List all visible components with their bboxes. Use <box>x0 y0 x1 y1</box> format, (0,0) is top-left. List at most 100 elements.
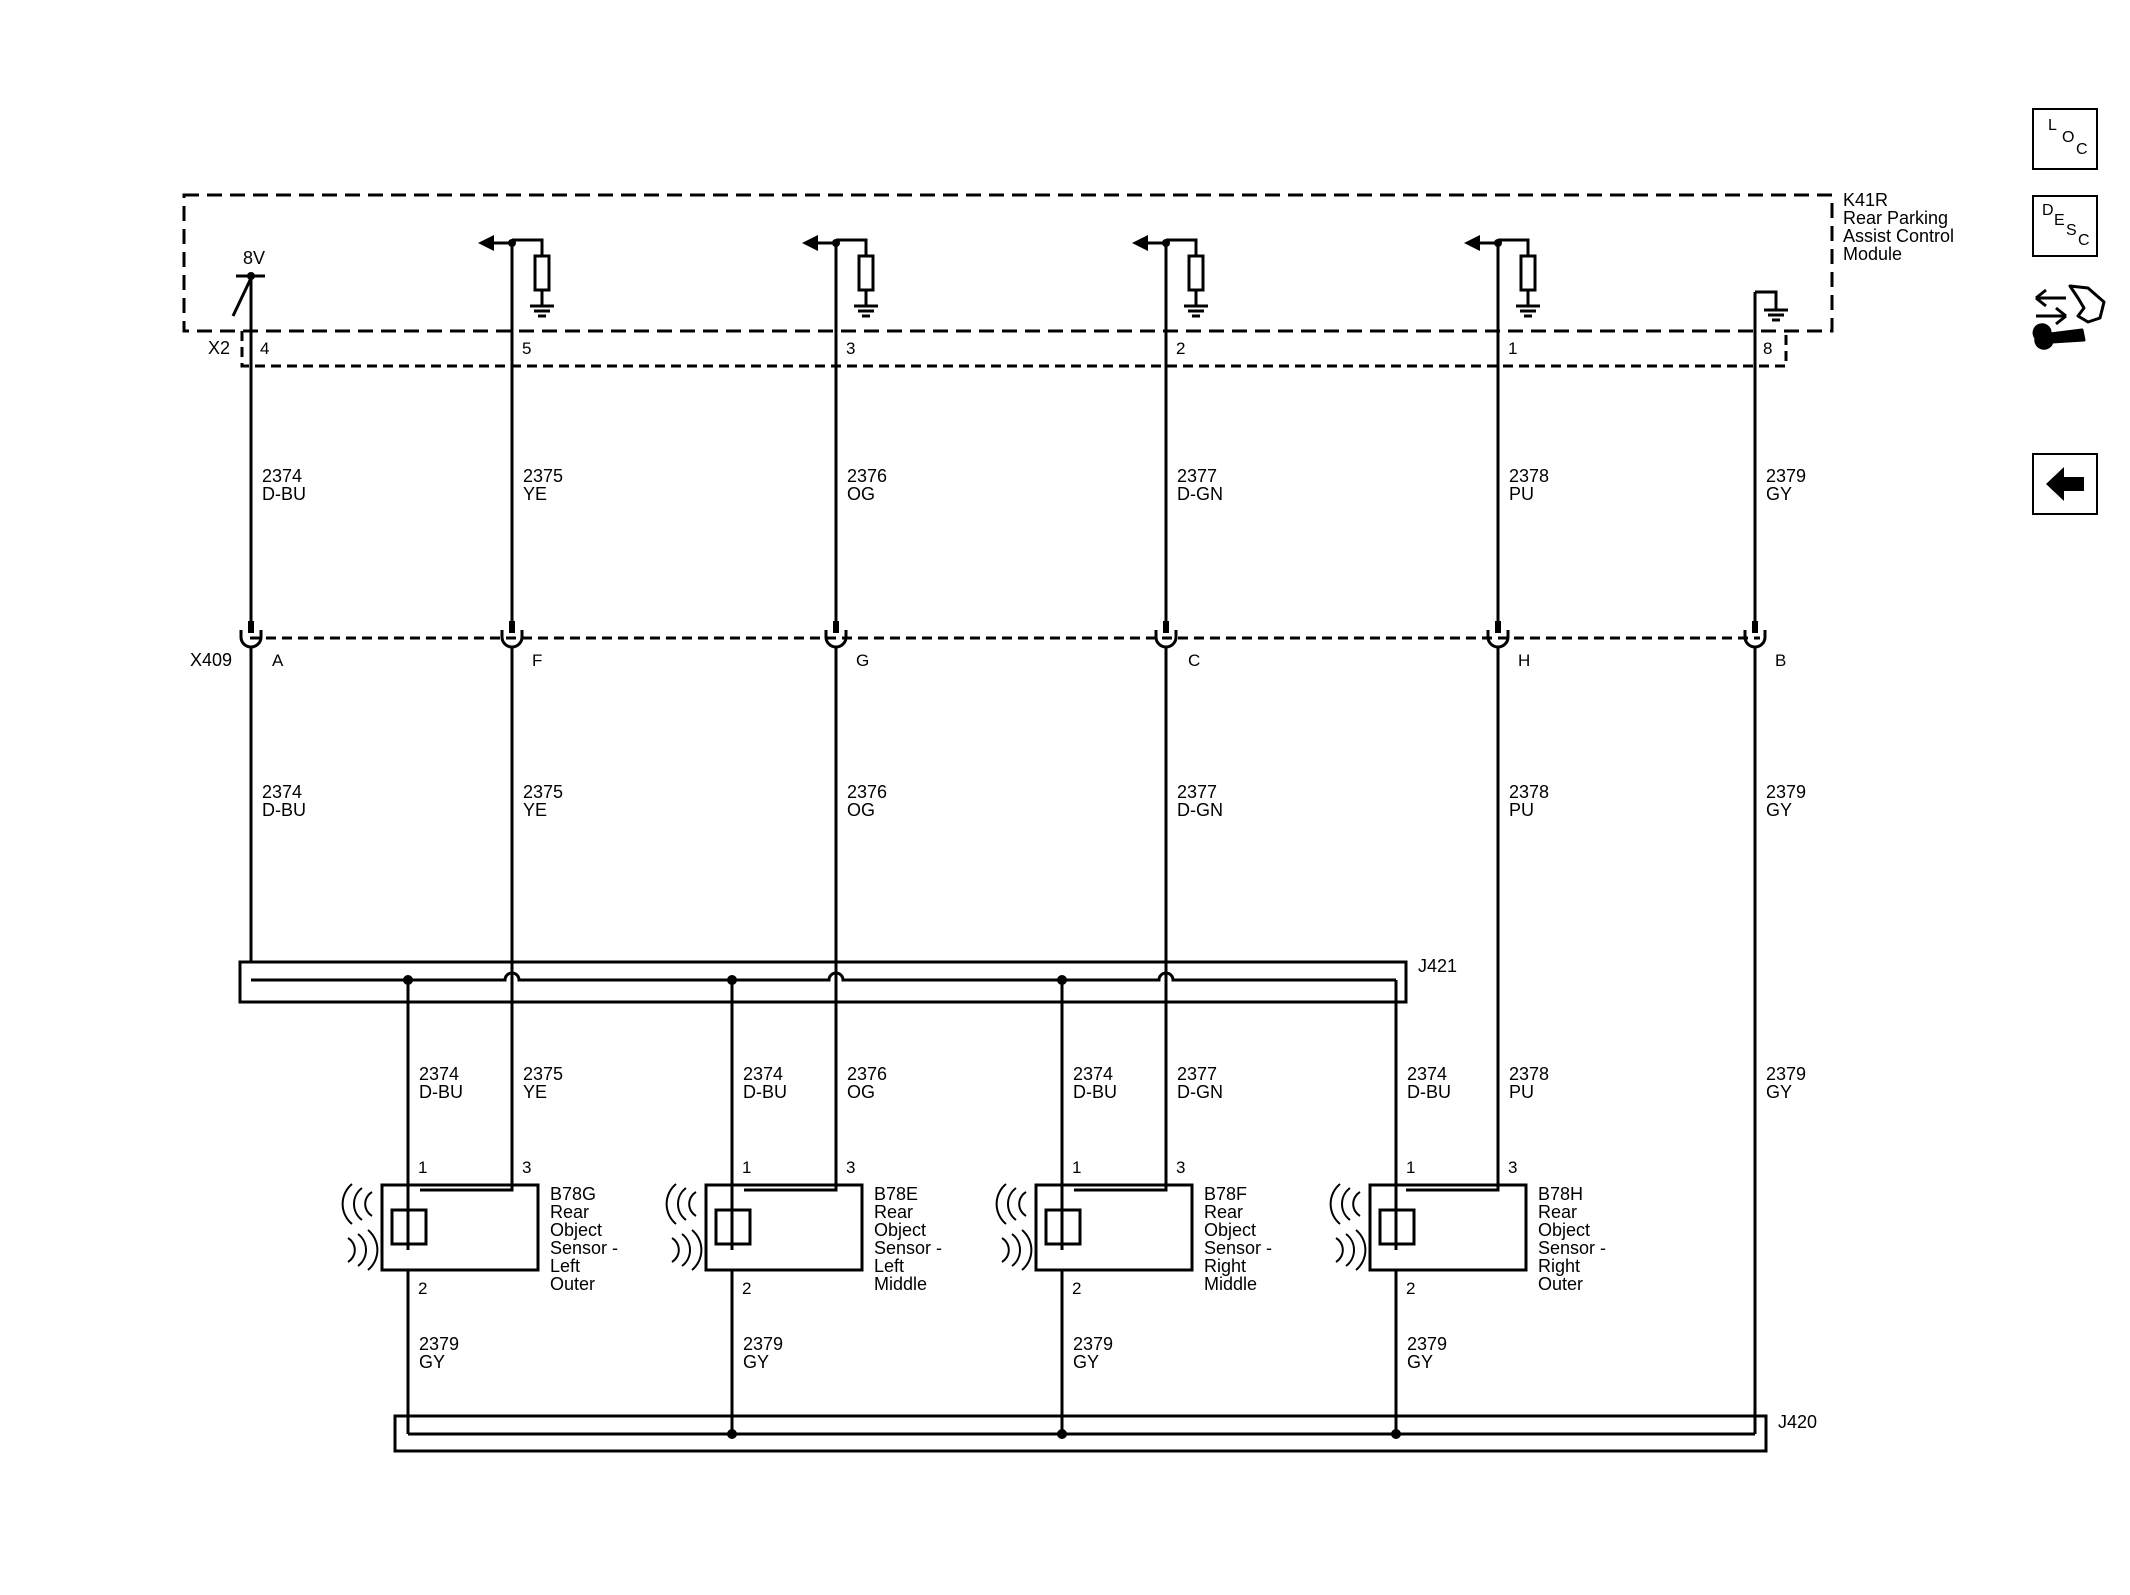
location-button[interactable]: L O C <box>2032 108 2098 170</box>
module-pin-4: 4 <box>260 339 269 358</box>
b78f-ground-color: GY <box>1073 1352 1099 1372</box>
supply-switch <box>231 274 265 317</box>
j421-splice-inner <box>251 971 1396 982</box>
b78f-signal-color: D-GN <box>1177 1082 1223 1102</box>
module-name-line-1: Rear Parking <box>1843 208 1948 228</box>
b78g-name-1: Rear <box>550 1202 589 1222</box>
b78e-supply-number: 2374 <box>743 1064 783 1084</box>
module-pin-1: 1 <box>1508 339 1517 358</box>
b78e-pin-2: 2 <box>742 1279 751 1298</box>
back-button[interactable] <box>2032 453 2098 515</box>
wire-label-upper-c2374-number: 2374 <box>262 466 302 486</box>
b78g-name-2: Object <box>550 1220 602 1240</box>
x409-pin-a: A <box>272 651 284 670</box>
sensor-b78g-wave-icon <box>341 1183 379 1271</box>
ground-direct-number: 2379 <box>1766 1064 1806 1084</box>
wire-c2375-lower <box>420 647 514 1192</box>
b78e-name-5: Middle <box>874 1274 927 1294</box>
b78h-ground-number: 2379 <box>1407 1334 1447 1354</box>
b78g-name-4: Left <box>550 1256 580 1276</box>
arrow-head-c2375 <box>478 235 494 251</box>
b78e-pin-3: 3 <box>846 1158 855 1177</box>
wire-label-lower-c2376-number: 2376 <box>847 782 887 802</box>
wire-label-lower-c2379-number: 2379 <box>1766 782 1806 802</box>
b78g-ground-color: GY <box>419 1352 445 1372</box>
wire-label-lower-c2378-color: PU <box>1509 800 1534 820</box>
loc-letter-3: C <box>2076 141 2088 158</box>
wire-c2379-upper <box>1753 290 1778 630</box>
module-id: K41R <box>1843 190 1888 210</box>
sensor-b78h-element <box>1378 1208 1416 1246</box>
pullup-c2375 <box>512 238 554 318</box>
pullup-c2376 <box>836 238 878 318</box>
description-button[interactable]: D E S C <box>2032 195 2098 257</box>
module-pin-3: 3 <box>846 339 855 358</box>
wire-label-lower-c2374-number: 2374 <box>262 782 302 802</box>
b78f-name-3: Sensor - <box>1204 1238 1272 1258</box>
sensor-b78h-wave-icon <box>1329 1183 1367 1271</box>
b78h-pin-2: 2 <box>1406 1279 1415 1298</box>
inline-connector-id: X409 <box>190 650 232 670</box>
j420-dot-b78f <box>1057 1429 1067 1439</box>
b78h-pin-1: 1 <box>1406 1158 1415 1177</box>
x409-tab-a <box>248 621 254 633</box>
back-arrow-icon <box>2046 467 2084 501</box>
x409-tab-c <box>1163 621 1169 633</box>
b78h-name-4: Right <box>1538 1256 1580 1276</box>
b78h-name-5: Outer <box>1538 1274 1583 1294</box>
x409-tab-b <box>1752 621 1758 633</box>
node-c2377 <box>1162 239 1170 247</box>
j421-splice-bar <box>238 960 1408 1004</box>
j420-dot-b78h <box>1391 1429 1401 1439</box>
wire-label-upper-c2375-number: 2375 <box>523 466 563 486</box>
desc-letter-2: E <box>2054 212 2065 229</box>
b78g-supply-color: D-BU <box>419 1082 463 1102</box>
wire-label-lower-c2375-number: 2375 <box>523 782 563 802</box>
wire-c2377-lower <box>1074 647 1168 1192</box>
b78h-supply-number: 2374 <box>1407 1064 1447 1084</box>
wire-label-lower-c2374-color: D-BU <box>262 800 306 820</box>
desc-letter-4: C <box>2078 232 2090 249</box>
b78f-name-4: Right <box>1204 1256 1246 1276</box>
x409-pin-h: H <box>1518 651 1530 670</box>
wire-label-upper-c2376-color: OG <box>847 484 875 504</box>
wire-label-upper-c2374-color: D-BU <box>262 484 306 504</box>
ground-direct-color: GY <box>1766 1082 1792 1102</box>
b78e-id: B78E <box>874 1184 918 1204</box>
wire-c2378-lower <box>1406 647 1500 1192</box>
supply-voltage: 8V <box>243 248 265 268</box>
ground-c2379 <box>1764 308 1788 322</box>
module-pin-5: 5 <box>522 339 531 358</box>
splice-j420-label: J420 <box>1778 1412 1817 1432</box>
b78f-pin-3: 3 <box>1176 1158 1185 1177</box>
sensor-b78g-element <box>390 1208 428 1246</box>
b78e-signal-color: OG <box>847 1082 875 1102</box>
wire-c2376-lower <box>744 647 838 1192</box>
wire-label-lower-c2375-color: YE <box>523 800 547 820</box>
b78g-name-3: Sensor - <box>550 1238 618 1258</box>
b78h-id: B78H <box>1538 1184 1583 1204</box>
j420-splice-bar <box>393 1414 1768 1453</box>
b78e-name-3: Sensor - <box>874 1238 942 1258</box>
b78h-name-1: Rear <box>1538 1202 1577 1222</box>
wire-label-upper-c2379-color: GY <box>1766 484 1792 504</box>
wire-label-lower-c2377-number: 2377 <box>1177 782 1217 802</box>
wire-label-upper-c2377-number: 2377 <box>1177 466 1217 486</box>
sensor-b78h-body <box>1368 1183 1528 1272</box>
sensor-b78e-element <box>714 1208 752 1246</box>
connector-tool-button[interactable] <box>2030 276 2110 352</box>
x409-tab-h <box>1495 621 1501 633</box>
module-name-line-2: Assist Control <box>1843 226 1954 246</box>
b78e-pin-1: 1 <box>742 1158 751 1177</box>
sensor-b78f-body <box>1034 1183 1194 1272</box>
module-pin-8: 8 <box>1763 339 1772 358</box>
loc-letter-1: L <box>2048 117 2057 134</box>
b78h-pin-3: 3 <box>1508 1158 1517 1177</box>
connector-tool-icon <box>2032 284 2106 350</box>
node-c2376 <box>832 239 840 247</box>
b78g-pin-2: 2 <box>418 1279 427 1298</box>
b78g-name-5: Outer <box>550 1274 595 1294</box>
wire-label-lower-c2378-number: 2378 <box>1509 782 1549 802</box>
sensor-b78f-element <box>1044 1208 1082 1246</box>
b78e-signal-number: 2376 <box>847 1064 887 1084</box>
